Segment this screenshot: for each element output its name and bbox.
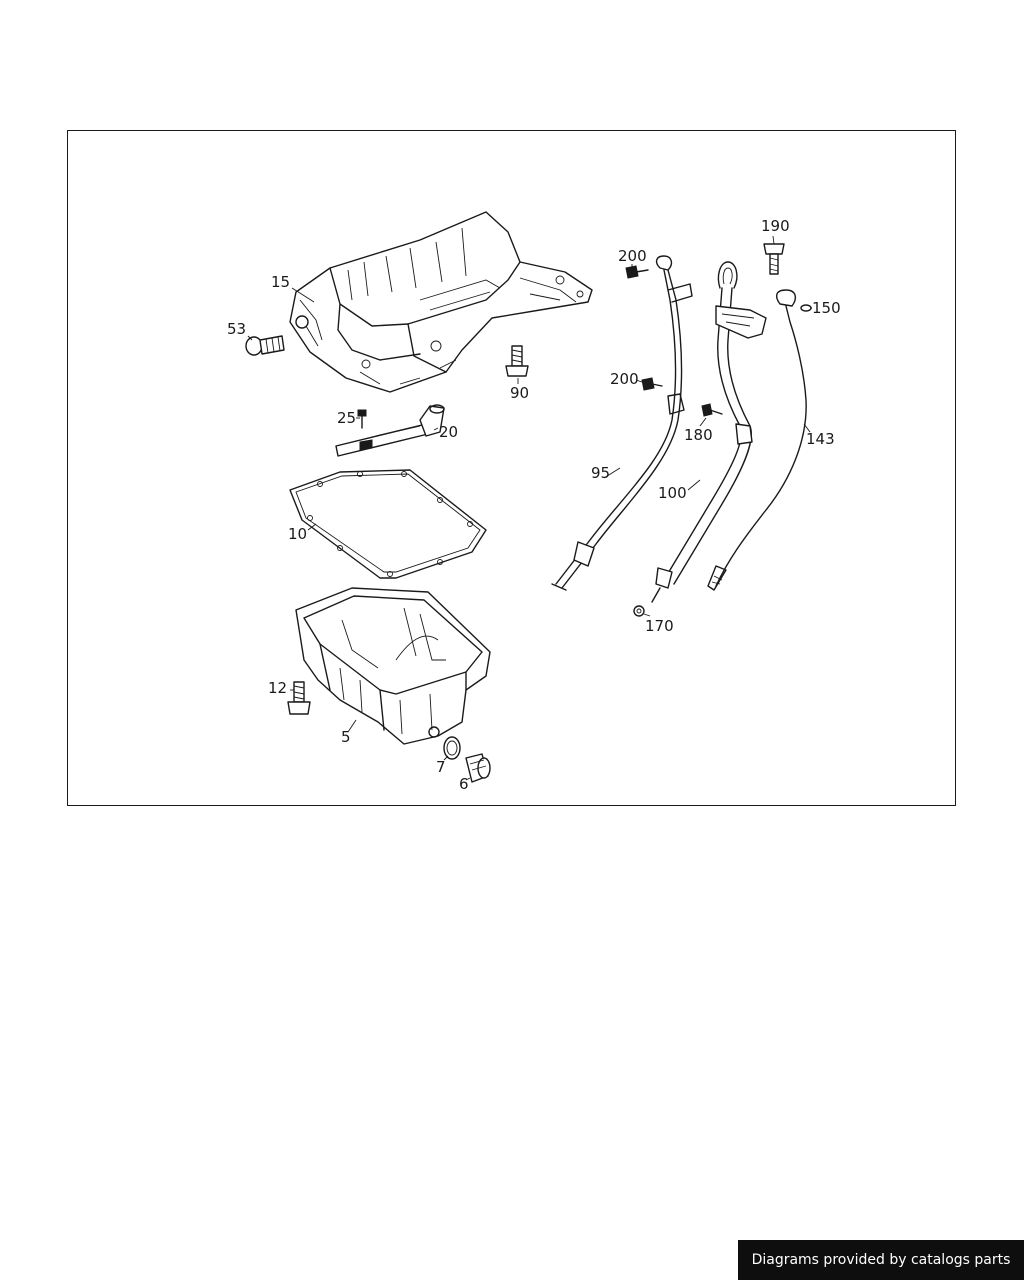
bolt-200-lower[interactable] — [641, 377, 663, 391]
callout-143: 143 — [806, 430, 835, 448]
dipstick-tube-100[interactable] — [651, 261, 767, 603]
upper-oil-pan[interactable] — [289, 211, 593, 393]
leader-lines — [247, 235, 812, 781]
bolt-200-upper[interactable] — [625, 265, 649, 279]
bolt-12[interactable] — [287, 681, 311, 715]
oil-suction-pipe[interactable] — [335, 404, 445, 457]
sealing-ring-150[interactable] — [800, 304, 812, 312]
credit-badge: Diagrams provided by catalogs parts — [738, 1240, 1024, 1280]
callout-labels: 15 53 90 25 20 10 12 5 7 6 200 200 95 19… — [227, 217, 841, 793]
callout-150: 150 — [812, 299, 841, 317]
bolt-90[interactable] — [505, 345, 529, 377]
callout-25: 25 — [337, 409, 356, 427]
callout-180: 180 — [684, 426, 713, 444]
callout-53: 53 — [227, 320, 246, 338]
oil-pan-gasket[interactable] — [289, 469, 487, 579]
lower-oil-pan[interactable] — [295, 587, 491, 745]
washer-170[interactable] — [633, 605, 645, 617]
callout-95: 95 — [591, 464, 610, 482]
dipstick-143[interactable] — [707, 289, 807, 591]
dipstick-guide-tube-95[interactable] — [551, 255, 693, 591]
bolt-53[interactable] — [245, 335, 285, 356]
credit-text: Diagrams provided by catalogs parts — [751, 1252, 1011, 1268]
callout-190: 190 — [761, 217, 790, 235]
callout-15: 15 — [271, 273, 290, 291]
callout-170: 170 — [645, 617, 674, 635]
callout-12: 12 — [268, 679, 287, 697]
callout-200-upper: 200 — [618, 247, 647, 265]
drain-plug-6[interactable] — [465, 753, 491, 783]
callout-6: 6 — [459, 775, 469, 793]
bolt-190[interactable] — [763, 243, 785, 275]
callout-20: 20 — [439, 423, 458, 441]
sealing-ring-7[interactable] — [443, 736, 461, 760]
bolt-180[interactable] — [701, 403, 723, 417]
diagram-frame — [67, 130, 956, 806]
callout-5: 5 — [341, 728, 351, 746]
callout-90: 90 — [510, 384, 529, 402]
bolt-25[interactable] — [357, 409, 367, 429]
callout-7: 7 — [436, 758, 446, 776]
callout-100: 100 — [658, 484, 687, 502]
callout-200-lower: 200 — [610, 370, 639, 388]
callout-10: 10 — [288, 525, 307, 543]
